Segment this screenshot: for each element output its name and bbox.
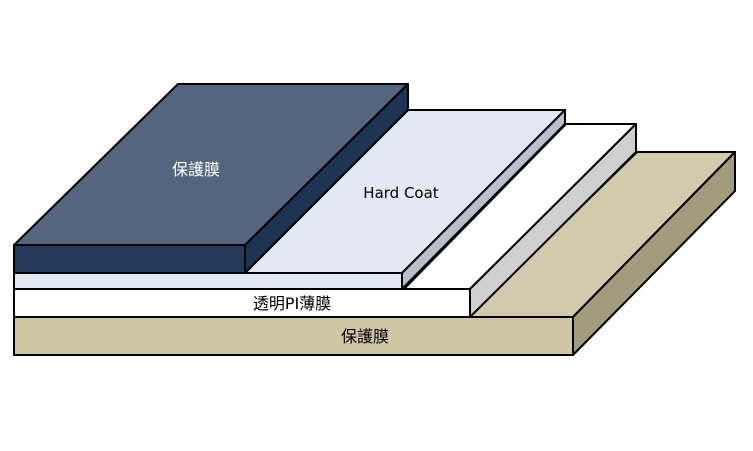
- pi-film-layer: [13, 123, 637, 318]
- hard-coat-front-face: [13, 272, 403, 290]
- top-protective-film-layer: [13, 83, 409, 274]
- hard-coat-layer: [13, 109, 566, 290]
- hard-coat-label: Hard Coat: [363, 184, 439, 202]
- top-film-label: 保護膜: [172, 160, 220, 179]
- bottom-film-front-face: [13, 316, 574, 356]
- top-film-front-face: [13, 244, 246, 274]
- bottom-protective-film-layer: [13, 151, 736, 356]
- bottom-film-label: 保護膜: [341, 327, 389, 346]
- pi-film-label: 透明PI薄膜: [253, 294, 331, 313]
- pi-film-front-face: [13, 288, 471, 318]
